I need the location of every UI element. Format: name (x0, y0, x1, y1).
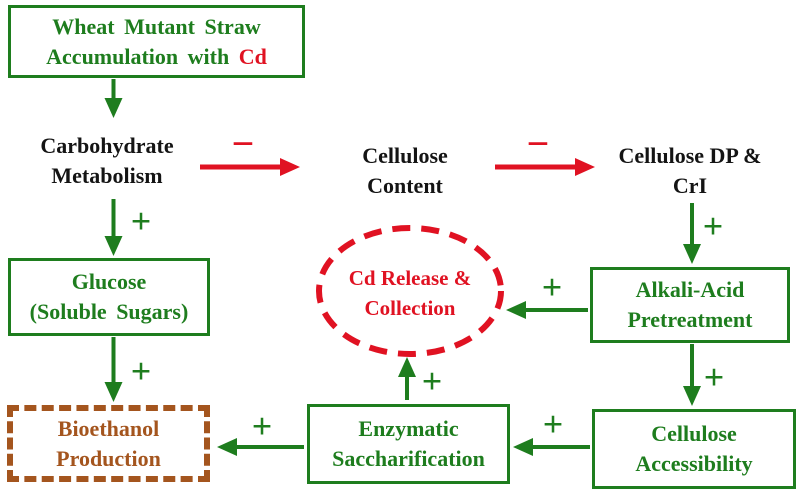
node-carbohydrate-metabolism: Carbohydrate Metabolism (18, 131, 196, 191)
node-line: Content (367, 173, 443, 198)
node-line: Metabolism (51, 163, 163, 188)
node-cellulose-accessibility: Cellulose Accessibility (592, 409, 796, 489)
plus-sign-alkali-cellulose-accessibility: + (703, 357, 725, 397)
plus-sign-enzymatic-bioethanol: + (251, 406, 273, 446)
node-line: Glucose (71, 269, 147, 294)
plus-sign-enzymatic-cd-release: + (421, 361, 443, 401)
node-line: Production (56, 445, 161, 471)
node-line: Accumulation with Cd (46, 42, 267, 72)
node-line-prefix: Accumulation with (46, 43, 239, 69)
node-line: Cd Release & (348, 266, 472, 290)
node-cd-release-collection: Cd Release & Collection (319, 263, 501, 323)
plus-sign-glucose-bioethanol: + (130, 351, 152, 391)
node-line: Alkali-Acid (635, 277, 745, 302)
node-line: Wheat Mutant Straw (52, 13, 261, 39)
node-bioethanol-production: Bioethanol Production (7, 405, 210, 482)
node-line: Enzymatic (358, 416, 459, 441)
node-line: Cellulose (362, 143, 448, 168)
node-cellulose-dp-cri: Cellulose DP & CrI (610, 141, 770, 201)
minus-sign-cellulose-content-dp-cri: − (526, 121, 550, 166)
node-line: Bioethanol (57, 415, 160, 441)
cd-highlight: Cd (238, 43, 267, 69)
node-cellulose-content: Cellulose Content (330, 141, 480, 201)
plus-sign-alkali-cd-release: + (541, 267, 563, 307)
node-line: DP & CrI (672, 143, 762, 198)
plus-sign-dp-cri-alkali: + (702, 206, 724, 246)
node-line: Cellulose (618, 143, 705, 168)
node-line: Saccharification (332, 446, 485, 471)
cd-release-ellipse (316, 225, 504, 357)
plus-sign-cellulose-accessibility-enzymatic: + (542, 404, 564, 444)
node-wheat-mutant-straw: Wheat Mutant Straw Accumulation with Cd (8, 5, 305, 78)
minus-sign-carbohydrate-cellulose-content: − (231, 121, 255, 166)
node-line: Accessibility (635, 451, 753, 476)
node-alkali-acid-pretreatment: Alkali-Acid Pretreatment (590, 267, 790, 343)
node-enzymatic-saccharification: Enzymatic Saccharification (307, 404, 510, 484)
plus-sign-carbohydrate-glucose: + (130, 201, 152, 241)
node-line: (Soluble Sugars) (29, 299, 189, 324)
node-line: Pretreatment (627, 307, 753, 332)
node-line: Cellulose (651, 421, 737, 446)
node-glucose-soluble-sugars: Glucose (Soluble Sugars) (8, 258, 210, 336)
node-line: Carbohydrate (40, 133, 174, 158)
node-line: Collection (364, 296, 456, 320)
